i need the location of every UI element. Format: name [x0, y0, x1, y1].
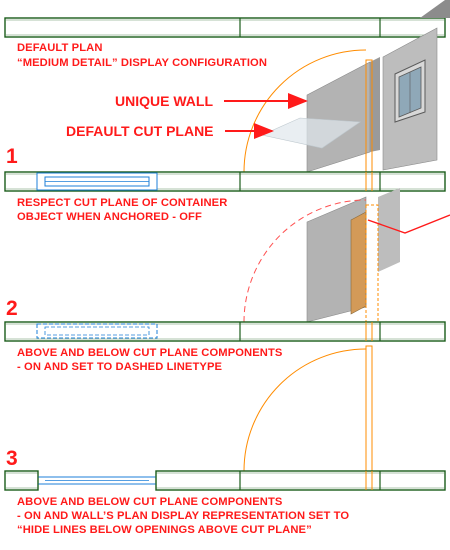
default-plan-wall [4, 0, 450, 38]
window-3 [37, 471, 157, 490]
example-2-caption-line-1: ABOVE AND BELOW CUT PLANE COMPONENTS [17, 347, 283, 359]
example-2-caption-line-2: - ON AND SET TO DASHED LINETYPE [17, 361, 223, 373]
example-3-caption-line-1: ABOVE AND BELOW CUT PLANE COMPONENTS [17, 496, 283, 508]
header-subtitle: “MEDIUM DETAIL” DISPLAY CONFIGURATION [17, 57, 268, 69]
header-title: DEFAULT PLAN [17, 42, 103, 54]
callout-arrows [224, 93, 308, 139]
callout-default-cut-plane: DEFAULT CUT PLANE [66, 123, 214, 139]
example-1-drawing [4, 27, 446, 192]
example-2-drawing [4, 188, 450, 342]
window-1 [36, 172, 158, 191]
example-3-caption-line-2: - ON AND WALL’S PLAN DISPLAY REPRESENTAT… [17, 510, 350, 522]
window-2-dashed [36, 323, 158, 339]
example-1-caption-line-2: OBJECT WHEN ANCHORED - OFF [17, 211, 202, 223]
example-3-drawing [4, 345, 446, 491]
example-2-number: 2 [6, 297, 18, 320]
callout-unique-wall: UNIQUE WALL [115, 93, 213, 109]
example-1-number: 1 [6, 145, 18, 168]
example-1-caption-line-1: RESPECT CUT PLANE OF CONTAINER [17, 197, 228, 209]
example-3-number: 3 [6, 447, 18, 470]
example-3-caption-line-3: “HIDE LINES BELOW OPENINGS ABOVE CUT PLA… [17, 524, 312, 536]
